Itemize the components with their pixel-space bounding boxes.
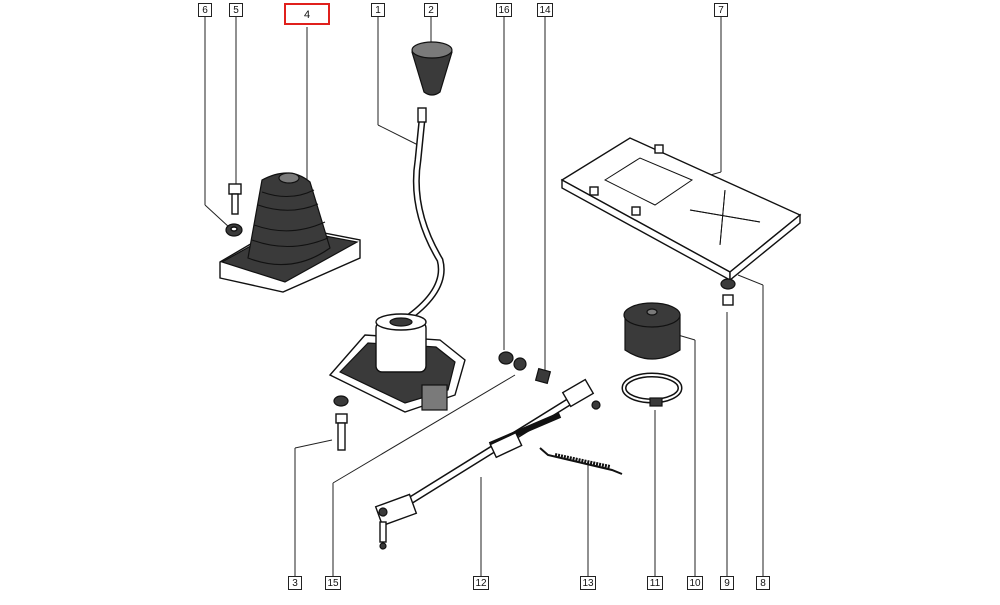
gear-boot (219, 172, 361, 293)
callout-13[interactable]: 13 (580, 576, 596, 590)
callout-14[interactable]: 14 (537, 3, 553, 17)
linkage-rod (374, 378, 601, 550)
gear-knob (411, 41, 453, 96)
callout-4-highlighted[interactable]: 4 (284, 3, 330, 25)
bolt-3 (333, 395, 349, 451)
callout-5[interactable]: 5 (229, 3, 243, 17)
callout-7[interactable]: 7 (714, 3, 728, 17)
callout-10[interactable]: 10 (687, 576, 703, 590)
leader-lines (204, 17, 764, 576)
callout-16[interactable]: 16 (496, 3, 512, 17)
bolt-5 (228, 183, 242, 215)
clip-16 (498, 351, 527, 371)
callout-1[interactable]: 1 (371, 3, 385, 17)
callout-6[interactable]: 6 (198, 3, 212, 17)
callout-8[interactable]: 8 (756, 576, 770, 590)
nut-9 (720, 278, 736, 306)
return-spring (539, 447, 623, 475)
callout-3[interactable]: 3 (288, 576, 302, 590)
washer-6 (225, 223, 243, 237)
callout-2[interactable]: 2 (424, 3, 438, 17)
callout-9[interactable]: 9 (720, 576, 734, 590)
clip-14 (534, 367, 552, 385)
gear-lever (402, 107, 445, 323)
callout-15[interactable]: 15 (325, 576, 341, 590)
hose-clamp (621, 372, 683, 407)
callout-12[interactable]: 12 (473, 576, 489, 590)
rubber-mount (623, 302, 681, 360)
lever-housing (328, 313, 466, 413)
cover-plate (560, 137, 802, 282)
callout-11[interactable]: 11 (647, 576, 663, 590)
